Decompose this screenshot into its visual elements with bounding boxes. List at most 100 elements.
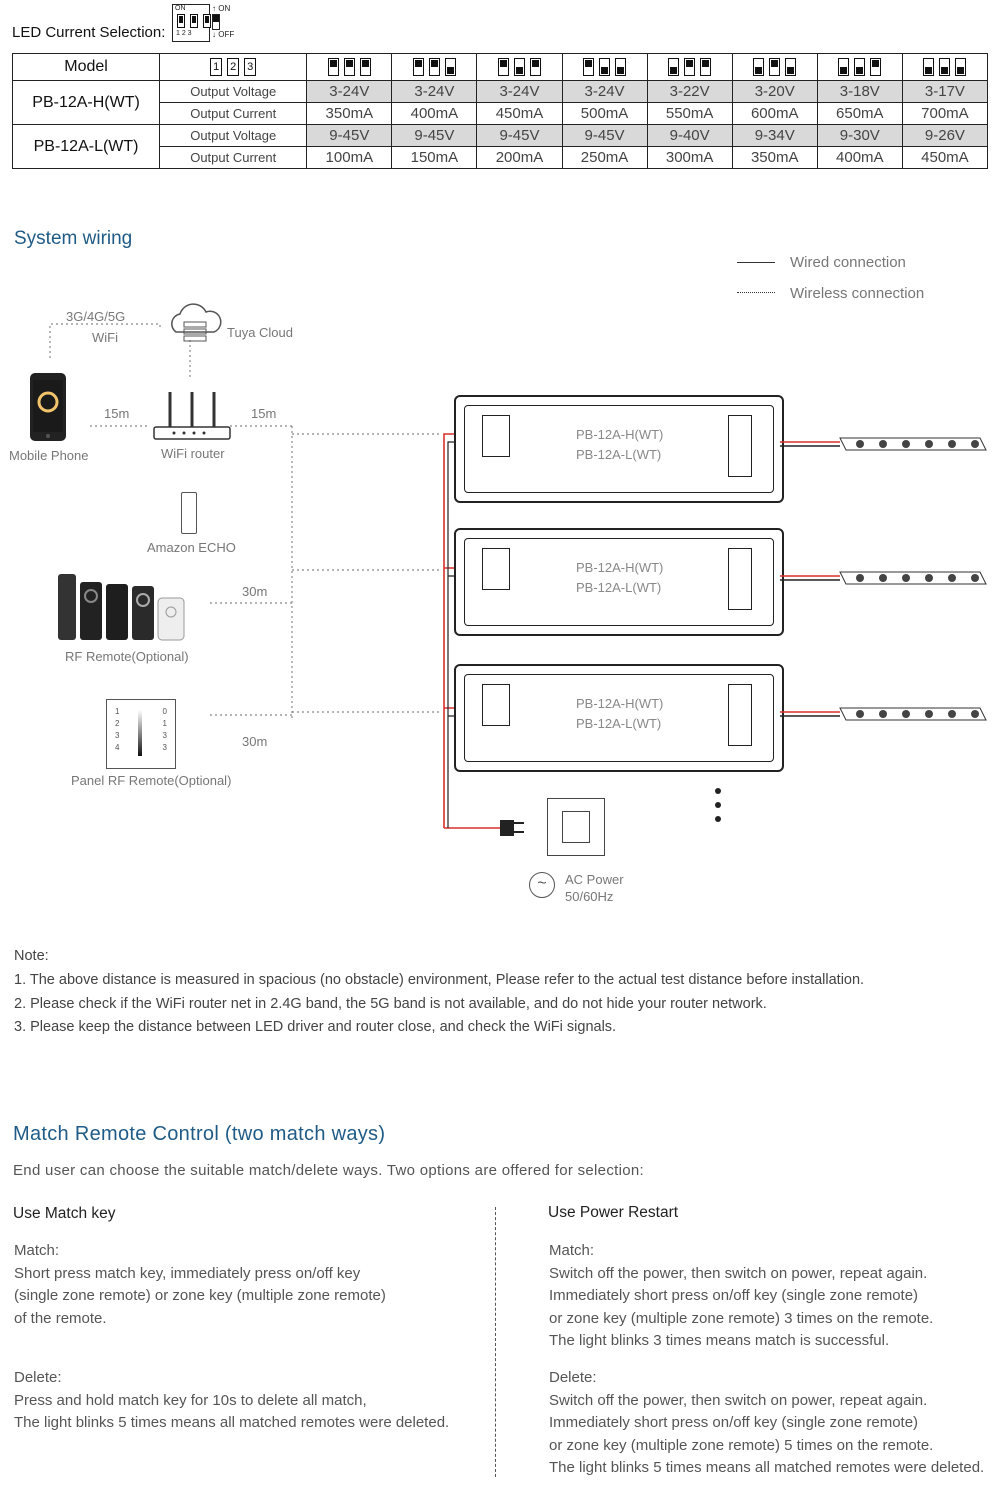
dip-switch-legend: ON 1 2 3 ↑ ON ↓ OFF (172, 4, 242, 42)
network-label-cellular: 3G/4G/5G (66, 309, 126, 324)
distance-phone-router: 15m (104, 406, 130, 421)
panel-key: 2 (115, 719, 120, 728)
dip-switch-on (769, 58, 781, 77)
dip-switch-icon (668, 58, 712, 77)
mobile-phone-icon (30, 373, 66, 441)
panel-key: 3 (162, 743, 167, 752)
dip-switch-icon (838, 58, 882, 77)
dip-switch-on (343, 58, 355, 77)
dip-pattern-cell (476, 53, 563, 81)
led-driver: PB-12A-H(WT)PB-12A-L(WT) (454, 528, 784, 636)
delete-heading: Delete: (549, 1369, 597, 1386)
text-line: Short press match key, immediately press… (14, 1264, 361, 1282)
voltage-cell: 3-20V (731, 80, 818, 103)
panel-key: 1 (115, 707, 120, 716)
wifi-router-icon (153, 392, 231, 440)
driver-model-l: PB-12A-L(WT) (576, 716, 662, 731)
wired-legend-label: Wired connection (790, 254, 906, 271)
system-wiring-title: System wiring (14, 228, 133, 249)
model-name: PB-12A-H(WT) (11, 80, 161, 125)
led-current-selection-label: LED Current Selection: (12, 24, 166, 41)
current-cell: 700mA (901, 102, 989, 125)
dip-switch-off (955, 58, 967, 77)
match-key-title: Use Match key (13, 1205, 116, 1222)
voltage-cell: 3-24V (476, 80, 563, 103)
panel-key: 1 (162, 719, 167, 728)
dip-legend-off-arrow: ↓ OFF (212, 30, 235, 39)
dip-switch-off (599, 58, 611, 77)
dip-switch-on (359, 58, 371, 77)
text-line: The light blinks 3 times means match is … (549, 1332, 890, 1350)
dip-switch-on (870, 58, 882, 77)
driver-model-h: PB-12A-H(WT) (576, 427, 664, 442)
voltage-cell: 3-17V (901, 80, 989, 103)
voltage-cell: 3-24V (306, 80, 393, 103)
match-remote-title: Match Remote Control (two match ways) (13, 1123, 386, 1145)
current-cell: 450mA (476, 102, 563, 125)
panel-rf-remote-label: Panel RF Remote(Optional) (71, 773, 232, 788)
dip-legend-on-text: ON (175, 5, 186, 12)
dip-switch-icon (327, 58, 371, 77)
switch-number-header: 1 2 3 (159, 53, 308, 81)
current-cell: 400mA (391, 102, 478, 125)
current-cell: 350mA (731, 146, 818, 169)
dip-switch-icon (497, 58, 541, 77)
text-line: Switch off the power, then switch on pow… (549, 1264, 928, 1282)
dip-switch-off (753, 58, 765, 77)
led-current-table: Model 1 2 3 PB-12A-H(WT) Output Voltage … (11, 53, 989, 169)
panel-key: 3 (115, 731, 120, 740)
dip-switch-off (923, 58, 935, 77)
ac-symbol-icon: ~ (529, 872, 555, 898)
dip-switch-off (513, 58, 525, 77)
more-drivers-ellipsis-icon (715, 788, 721, 822)
text-line: Immediately short press on/off key (sing… (549, 1287, 919, 1305)
voltage-cell: 3-24V (561, 80, 648, 103)
driver-model-h: PB-12A-H(WT) (576, 696, 664, 711)
dip-pattern-cell (646, 53, 733, 81)
distance-rf-remote: 30m (242, 584, 268, 599)
note-item: 1. The above distance is measured in spa… (14, 972, 865, 988)
dip-switch-on (583, 58, 595, 77)
dip-switch-off (854, 58, 866, 77)
driver-model-l: PB-12A-L(WT) (576, 580, 662, 595)
current-cell: 350mA (306, 102, 393, 125)
rf-remote-icon (58, 574, 185, 641)
dip-pattern-cell (306, 53, 393, 81)
dip-switch-on (497, 58, 509, 77)
power-restart-delete-block: Delete: Switch off the power, then switc… (549, 1367, 989, 1480)
current-cell: 450mA (901, 146, 989, 169)
dip-switch-off (838, 58, 850, 77)
switch-num-1: 1 (210, 58, 223, 76)
dip-switch-icon (583, 58, 627, 77)
text-line: of the remote. (14, 1309, 107, 1327)
distance-router-driver: 15m (251, 406, 277, 421)
power-restart-title: Use Power Restart (548, 1204, 679, 1221)
dip-switch-off (444, 58, 456, 77)
voltage-cell: 9-30V (816, 124, 903, 147)
network-label-wifi: WiFi (92, 330, 118, 345)
voltage-cell: 3-24V (391, 80, 478, 103)
wireless-legend-line (737, 292, 775, 293)
current-cell: 400mA (816, 146, 903, 169)
match-key-delete-block: Delete: Press and hold match key for 10s… (14, 1367, 489, 1435)
current-cell: 650mA (816, 102, 903, 125)
voltage-cell: 3-18V (816, 80, 903, 103)
text-line: Switch off the power, then switch on pow… (549, 1391, 928, 1409)
current-cell: 550mA (646, 102, 733, 125)
amazon-echo-icon (181, 492, 197, 534)
dip-pattern-cell (561, 53, 648, 81)
text-line: Immediately short press on/off key (sing… (549, 1414, 919, 1432)
current-cell: 300mA (646, 146, 733, 169)
column-divider (495, 1207, 496, 1477)
power-outlet-icon (547, 798, 605, 856)
dip-legend-switches (177, 14, 211, 28)
param-label: Output Voltage (159, 124, 308, 147)
match-heading: Match: (549, 1242, 595, 1259)
note-item: 3. Please keep the distance between LED … (14, 1019, 617, 1035)
led-strips (780, 437, 987, 721)
wired-legend-line (737, 262, 775, 263)
match-key-match-block: Match: Short press match key, immediatel… (14, 1240, 484, 1330)
match-heading: Match: (14, 1242, 60, 1259)
voltage-cell: 9-45V (476, 124, 563, 147)
switch-num-3: 3 (244, 58, 257, 76)
